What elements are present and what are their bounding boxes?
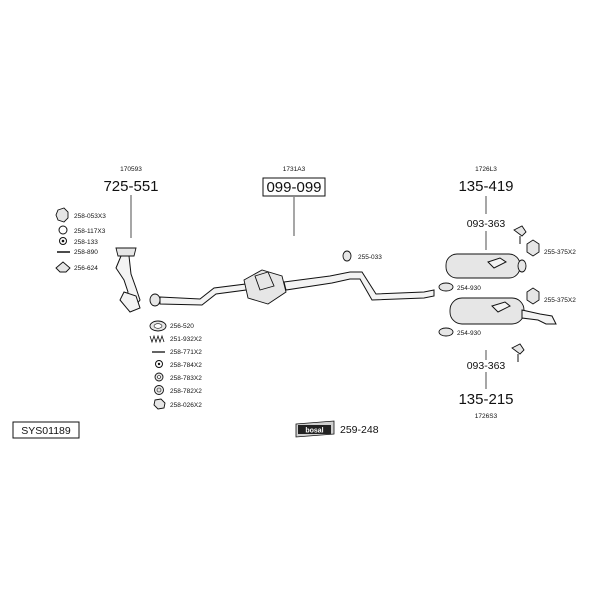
part-label: 256-624	[74, 265, 98, 272]
spring-nut-ring-icon	[156, 387, 162, 393]
part-label: 258-117X3	[74, 228, 106, 235]
silencer-body	[445, 253, 521, 279]
part-number-725-551: 725-551	[103, 178, 158, 195]
gasket-icon	[55, 261, 71, 273]
rear-silencer-top: 1726L3 135-419 093-363 255-375X2 254-930	[438, 166, 576, 292]
washer-hole-icon	[157, 362, 161, 366]
part-label-254-930-top: 254-930	[457, 285, 481, 292]
ref-1726s3: 1726S3	[475, 413, 498, 420]
center-parts-list: 256-520 251-932X2 258-771X2 258-784X2 25…	[149, 323, 202, 410]
part-label: 258-784X2	[170, 362, 202, 369]
tailpipe-icon	[517, 259, 527, 273]
front-pipe-flange	[115, 247, 137, 257]
nut-hole-icon	[157, 375, 161, 379]
rubber-hanger-icon	[526, 287, 540, 305]
part-label: 251-932X2	[170, 336, 202, 343]
part-number-099-099: 099-099	[266, 179, 321, 196]
part-label: 258-783X2	[170, 375, 202, 382]
part-number-135-419: 135-419	[458, 178, 513, 195]
silencer-inlet	[491, 301, 511, 313]
spring-icon	[149, 334, 165, 344]
system-code-text: SYS01189	[21, 425, 71, 437]
washer-hole-icon	[61, 239, 65, 243]
spring-nut-icon	[154, 385, 164, 395]
ring-icon	[58, 225, 68, 235]
rubber-hanger-icon	[526, 239, 540, 257]
part-label: 258-053X3	[74, 213, 106, 220]
gasket-hole-icon	[153, 323, 163, 329]
center-pipe-assembly: 1731A3 099-099 255-033	[149, 166, 435, 332]
part-label-255-033: 255-033	[358, 254, 382, 261]
part-number-259-248: 259-248	[340, 424, 379, 436]
part-label: 258-771X2	[170, 349, 202, 356]
part-number-093-363-bottom: 093-363	[467, 360, 506, 372]
ref-170593: 170593	[120, 166, 142, 173]
catalyst-shield	[254, 271, 275, 291]
rear-silencer-bottom: 255-375X2 254-930 093-363 135-215 1726S3	[438, 287, 576, 420]
part-number-093-363-top: 093-363	[467, 218, 506, 230]
front-pipe: 170593 725-551	[103, 166, 159, 313]
system-code: SYS01189	[12, 421, 80, 439]
inlet-pipe	[159, 283, 247, 306]
bracket-icon	[511, 343, 525, 355]
part-label-255-375x2-top: 255-375X2	[544, 249, 576, 256]
bracket-icon	[513, 225, 527, 237]
bosal-kit: bosal 259-248	[295, 420, 379, 438]
ref-1726l3: 1726L3	[475, 166, 497, 173]
hex-nut-icon	[153, 398, 166, 410]
clamp-icon	[438, 282, 454, 292]
part-label-255-375x2-bottom: 255-375X2	[544, 297, 576, 304]
tailpipe	[521, 309, 557, 325]
rubber-hanger-icon	[342, 250, 352, 262]
left-parts-list: 258-053X3 258-117X3 258-133 258-890 256-…	[55, 207, 106, 273]
bosal-logo-bg	[298, 425, 331, 434]
silencer-body	[449, 297, 525, 325]
front-pipe-bend	[119, 291, 141, 313]
washer-icon	[59, 237, 67, 245]
part-label: 256-520	[170, 323, 194, 330]
part-label: 258-890	[74, 249, 98, 256]
silencer-inlet	[487, 257, 507, 269]
hex-nut-icon	[55, 207, 69, 223]
part-label: 258-133	[74, 239, 98, 246]
bosal-logo: bosal	[305, 428, 323, 435]
clamp-icon	[438, 327, 454, 337]
part-label: 258-782X2	[170, 388, 202, 395]
part-label: 258-026X2	[170, 402, 202, 409]
ref-1731a3: 1731A3	[283, 166, 306, 173]
part-number-box	[262, 177, 326, 197]
flange-icon	[149, 293, 161, 307]
washer-icon	[155, 360, 163, 368]
part-number-135-215: 135-215	[458, 391, 513, 408]
part-label-254-930-bottom: 254-930	[457, 330, 481, 337]
system-code-box	[12, 421, 80, 439]
center-pipe	[283, 271, 435, 301]
